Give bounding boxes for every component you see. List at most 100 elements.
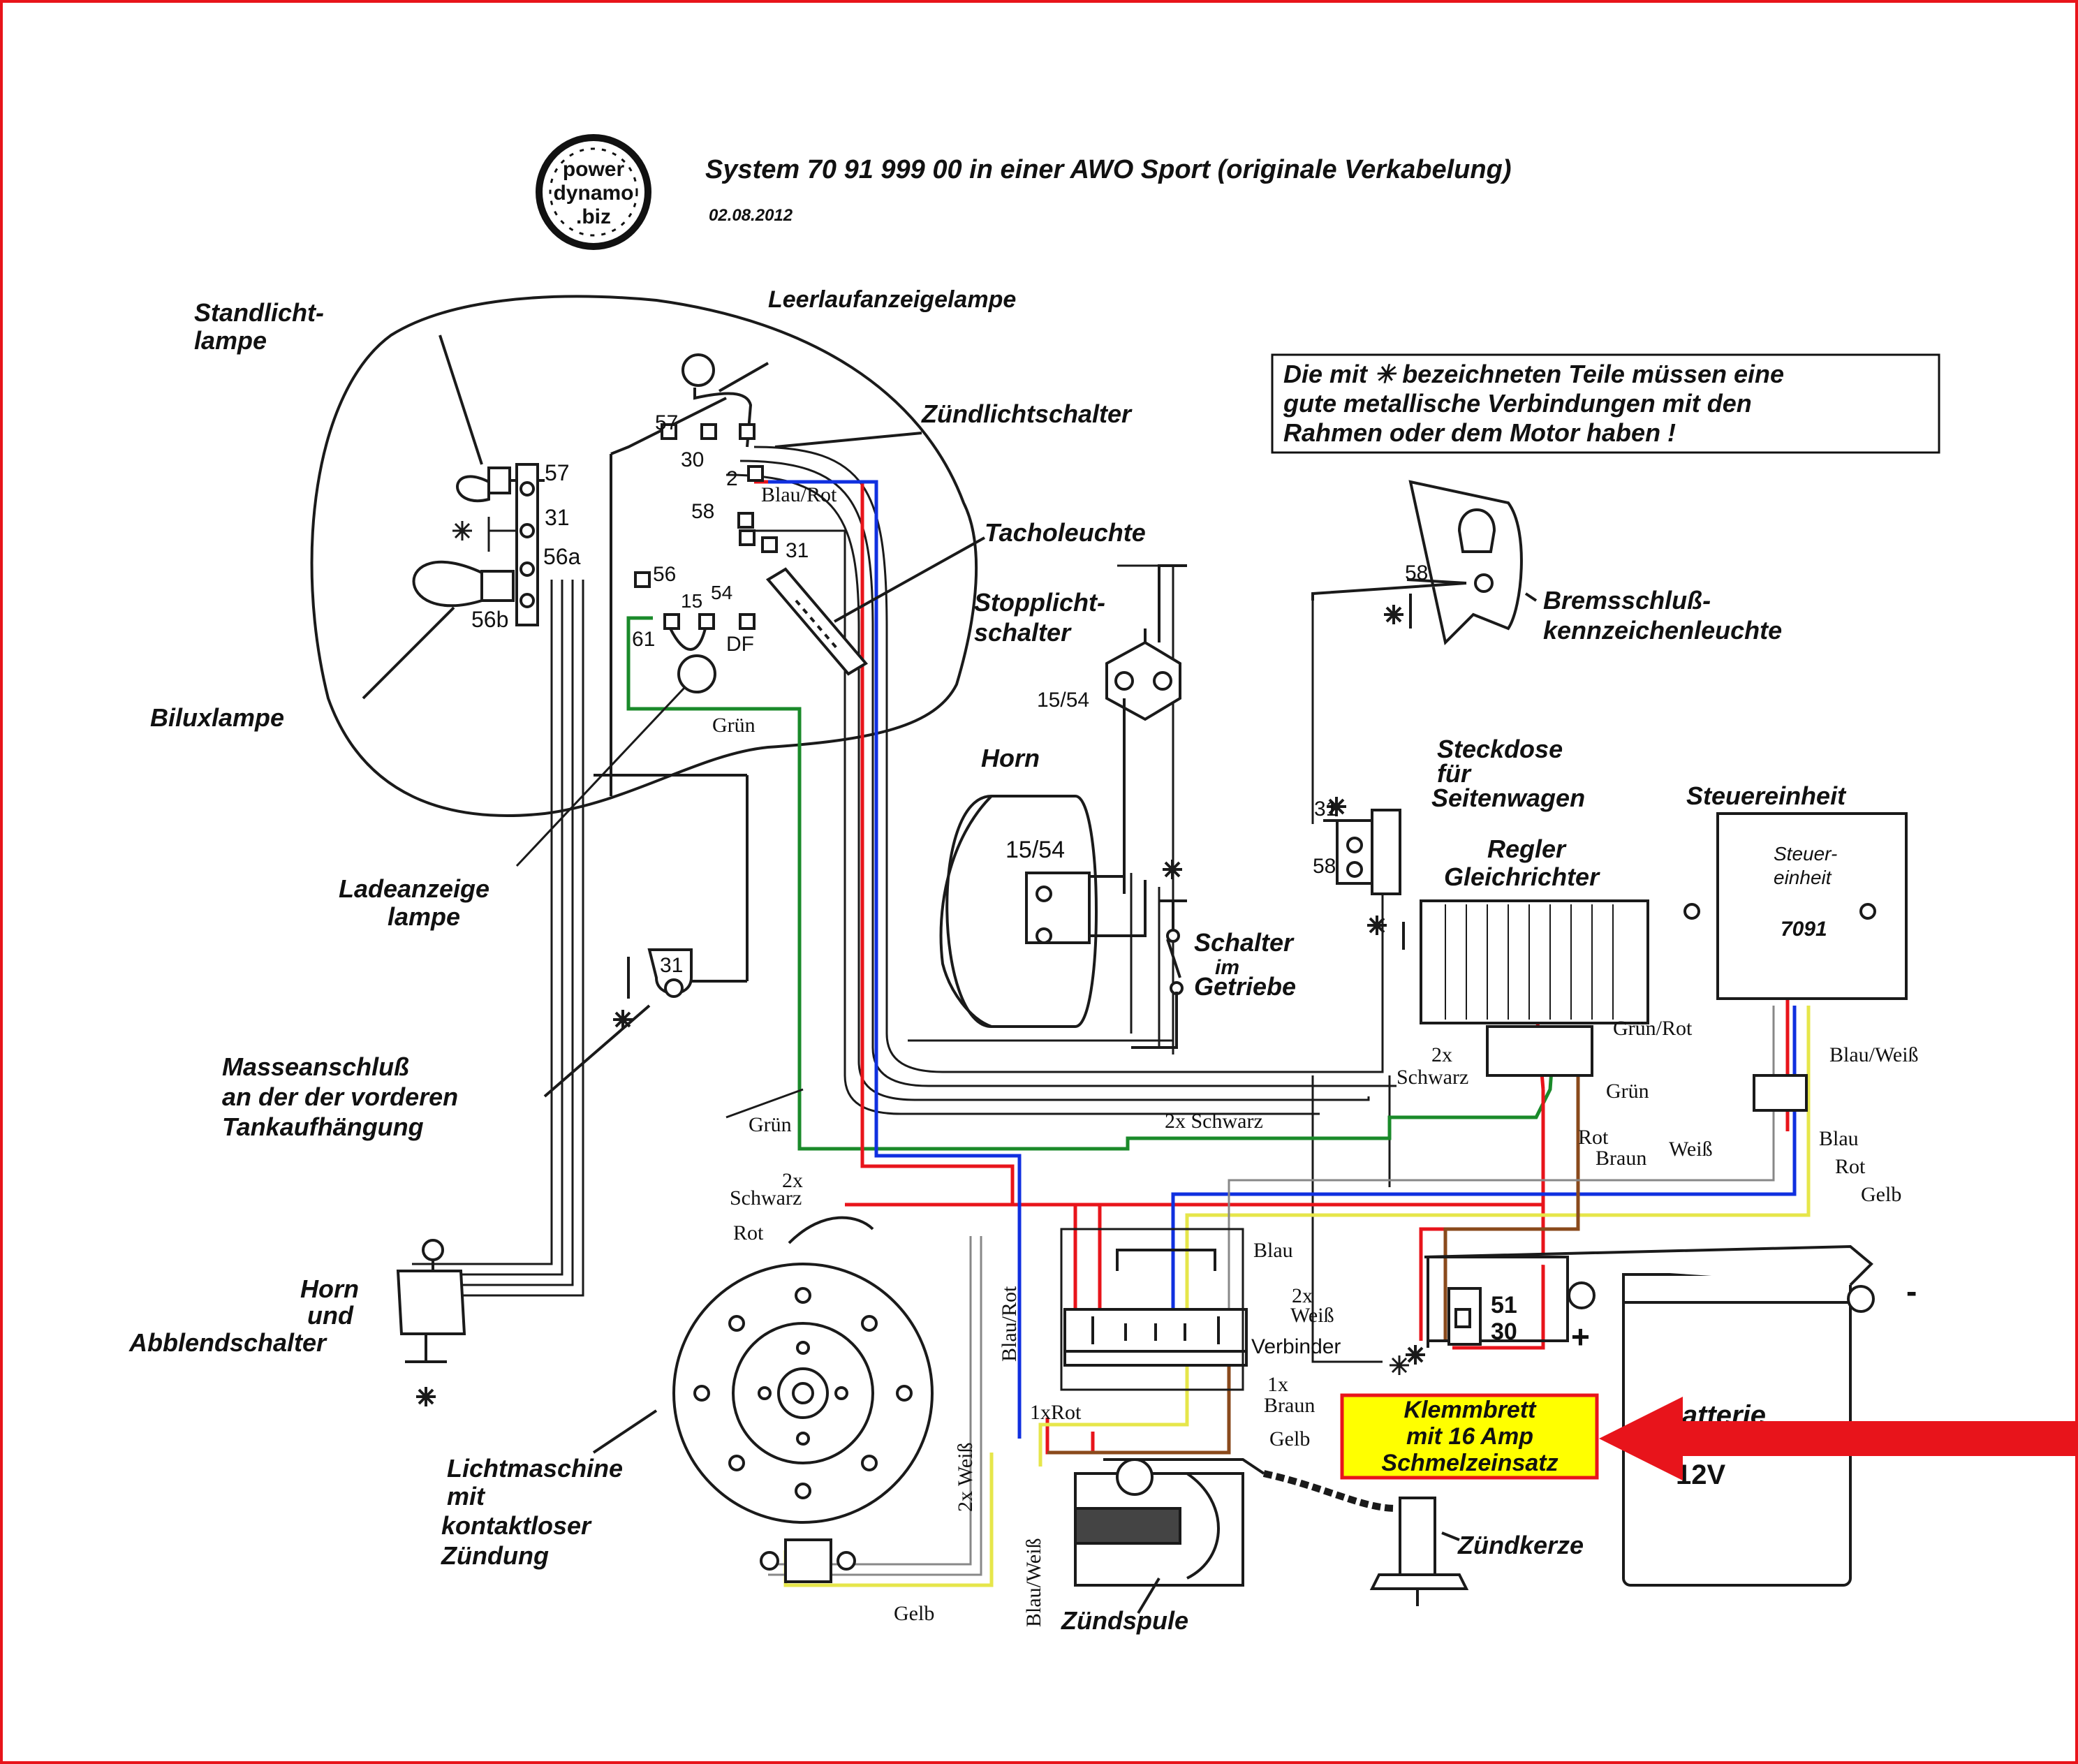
terminal-61: 61 bbox=[632, 628, 655, 651]
wire-label-2x-schwarz-left-1: 2x bbox=[782, 1169, 803, 1192]
wire-label-2x-weiss-vertical: 2x Weiß bbox=[954, 1442, 977, 1512]
bilux-lamp bbox=[362, 560, 515, 700]
label-stopplicht-2: schalter bbox=[974, 618, 1072, 647]
note-line-3: Rahmen oder dem Motor haben ! bbox=[1283, 418, 1676, 447]
wire-label-blau-weiss-vertical: Blau/Weiß bbox=[1022, 1538, 1045, 1627]
label-standlicht-1: Standlicht- bbox=[194, 298, 324, 327]
wire-label-gruen-top: Grün bbox=[712, 714, 756, 737]
diagram-date: 02.08.2012 bbox=[709, 206, 793, 225]
standlicht-lamp bbox=[439, 335, 545, 502]
logo-text-dynamo: dynamo bbox=[553, 182, 633, 205]
wire-label-blau-verbinder: Blau bbox=[1253, 1239, 1293, 1262]
terminal-30-klemm: 30 bbox=[1491, 1318, 1517, 1345]
terminal-57-switch: 57 bbox=[655, 411, 678, 434]
terminal-31-switch: 31 bbox=[786, 539, 809, 562]
schalter-im-getriebe bbox=[1131, 860, 1187, 1049]
label-horn-abblend-2: und bbox=[307, 1301, 354, 1330]
wire-label-2x-weiss-1: 2x bbox=[1292, 1284, 1313, 1307]
wire-label-rot-left: Rot bbox=[733, 1221, 764, 1244]
terminal-58-switch: 58 bbox=[691, 500, 714, 523]
label-steckdose-1: Steckdose bbox=[1437, 735, 1563, 763]
klemmbrett-callout: Klemmbrett mit 16 Amp Schmelzeinsatz bbox=[1340, 1393, 1599, 1480]
masse-tank-bracket bbox=[543, 774, 749, 1098]
steuer-box-line-2: einheit bbox=[1774, 867, 1832, 888]
steuer-box-line-3: 7091 bbox=[1781, 918, 1827, 941]
label-steckdose-3: Seitenwagen bbox=[1431, 784, 1585, 812]
terminal-51: 51 bbox=[1491, 1292, 1517, 1318]
label-verbinder: Verbinder bbox=[1251, 1335, 1341, 1358]
lichtmaschine bbox=[592, 1216, 934, 1583]
ground-stars bbox=[1390, 1355, 1409, 1375]
label-bremsschluss-2: kennzeichenleuchte bbox=[1543, 616, 1782, 645]
wire-label-blau-steuer: Blau bbox=[1819, 1127, 1859, 1150]
label-masse-2: an der der vorderen bbox=[222, 1082, 458, 1111]
tacho-leuchte bbox=[765, 536, 985, 676]
horn-abblendschalter bbox=[396, 1239, 466, 1406]
bremsschluss-leuchte bbox=[1311, 480, 1538, 646]
terminal-54: 54 bbox=[711, 582, 732, 603]
terminal-31-steck: 31 bbox=[1314, 798, 1337, 821]
wire-label-rot-steuer: Rot bbox=[1835, 1155, 1866, 1178]
label-steckdose-2: für bbox=[1437, 759, 1472, 788]
label-tacholeuchte: Tacholeuchte bbox=[985, 518, 1146, 547]
steuereinheit bbox=[1683, 812, 1908, 1112]
wire-label-gelb-steuer: Gelb bbox=[1861, 1183, 1901, 1206]
klemmbrett-line-2: mit 16 Amp bbox=[1406, 1423, 1533, 1450]
wire-label-gruen-mid: Grün bbox=[749, 1113, 792, 1136]
label-masse-1: Masseanschluß bbox=[222, 1052, 409, 1081]
terminal-30-switch: 30 bbox=[681, 448, 704, 471]
verbinder bbox=[1060, 1228, 1248, 1391]
steuer-box-line-1: Steuer- bbox=[1774, 843, 1837, 865]
wire-label-blau-weiss: Blau/Weiß bbox=[1829, 1043, 1919, 1066]
zuendlichtschalter bbox=[610, 353, 922, 796]
logo-text-power: power bbox=[563, 158, 625, 181]
wire-label-2x-schwarz-top: 2x Schwarz bbox=[1165, 1110, 1263, 1133]
stopplichtschalter bbox=[1105, 564, 1187, 894]
wire-label-1x-rot: 1xRot bbox=[1030, 1401, 1082, 1424]
label-regler-2: Gleichrichter bbox=[1444, 862, 1600, 891]
note-line-1: Die mit ✳ bezeichneten Teile müssen eine bbox=[1283, 360, 1784, 388]
label-schalter-getriebe-1: Schalter bbox=[1194, 928, 1295, 957]
wire-label-1x-braun-2: Braun bbox=[1264, 1394, 1315, 1417]
wire-label-rot-regler: Rot bbox=[1578, 1126, 1609, 1149]
label-steuereinheit: Steuereinheit bbox=[1686, 781, 1847, 810]
label-horn-abblend-1: Horn bbox=[300, 1274, 359, 1303]
wire-label-blau-rot: Blau/Rot bbox=[761, 483, 837, 506]
steckdose-seitenwagen bbox=[1323, 797, 1401, 895]
wire-label-blau-rot-vertical: Blau/Rot bbox=[998, 1286, 1021, 1362]
zuendspule bbox=[1074, 1458, 1265, 1615]
label-zuendlichtschalter: Zündlichtschalter bbox=[921, 399, 1133, 428]
terminal-31-tank: 31 bbox=[660, 954, 683, 977]
wire-label-gelb-verbinder: Gelb bbox=[1269, 1427, 1310, 1450]
regler-gleichrichter bbox=[1367, 899, 1649, 1077]
zuendkerze bbox=[1262, 1470, 1469, 1606]
terminal-31-left: 31 bbox=[545, 505, 570, 530]
terminal-block-left bbox=[515, 463, 539, 626]
red-arrow-pointer bbox=[1599, 1397, 2078, 1480]
terminal-56a: 56a bbox=[543, 544, 581, 569]
label-regler-1: Regler bbox=[1487, 835, 1567, 863]
label-lichtmaschine-1: Lichtmaschine bbox=[447, 1454, 623, 1483]
label-horn: Horn bbox=[981, 744, 1040, 772]
label-lichtmaschine-4: Zündung bbox=[441, 1541, 549, 1570]
wire-label-braun: Braun bbox=[1596, 1147, 1646, 1170]
label-biluxlampe: Biluxlampe bbox=[150, 703, 284, 732]
label-horn-abblend-3: Abblendschalter bbox=[128, 1328, 327, 1357]
ground-star-left bbox=[452, 517, 517, 552]
diagram-title: System 70 91 999 00 in einer AWO Sport (… bbox=[705, 155, 1511, 184]
label-ladeanzeige-2: lampe bbox=[388, 902, 460, 931]
terminal-56b: 56b bbox=[471, 607, 508, 632]
terminal-56: 56 bbox=[653, 563, 676, 586]
logo-text-biz: .biz bbox=[576, 205, 611, 228]
terminal-58-brems: 58 bbox=[1405, 561, 1428, 585]
main-harness bbox=[412, 446, 1397, 1363]
terminal-15-54-stop: 15/54 bbox=[1037, 689, 1089, 712]
label-lichtmaschine-3: kontaktloser bbox=[441, 1511, 592, 1540]
label-standlicht-2: lampe bbox=[194, 326, 267, 355]
horn bbox=[939, 795, 1147, 1028]
terminal-15-54-horn: 15/54 bbox=[1005, 837, 1065, 863]
terminal-df: DF bbox=[726, 633, 754, 656]
terminal-57-left: 57 bbox=[545, 460, 570, 485]
terminal-plus: + bbox=[1571, 1318, 1590, 1355]
